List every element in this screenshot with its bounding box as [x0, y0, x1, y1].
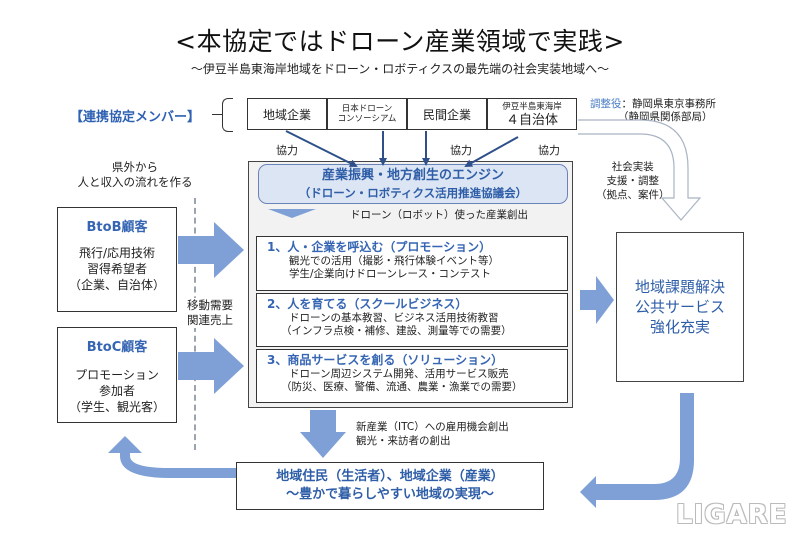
result-right-arrow-icon — [580, 276, 614, 324]
support-note: 社会実装 支援・調整 （拠点、案件） — [596, 160, 670, 202]
strategy-detail: ドローン周辺システム開発、活用サービス販売 — [289, 368, 509, 380]
engine-note: ドローン（ロボット）使った産業創出 — [350, 209, 528, 221]
btoc-line: プロモーション — [75, 368, 159, 382]
strategy-promotion: 1、人・企業を呼込む（プロモーション） 観光での活用（撮影・飛行体験イベント等）… — [256, 236, 568, 291]
member-municipalities: 伊豆半島東海岸 ４自治体 — [487, 98, 577, 130]
btob-line: （企業、自治体） — [68, 278, 165, 292]
strategy-detail: （インフラ点検・補修、建設、測量等での需要） — [281, 325, 512, 337]
regional-solution-box: 地域課題解決 公共サービス 強化充実 — [616, 232, 744, 382]
page-title: <本協定ではドローン産業領域で実践> — [175, 27, 625, 56]
left-curved-arrow-icon — [108, 436, 236, 478]
page-subtitle: ～伊豆半島東海岸地域をドローン・ロボティクスの最先端の社会実装地域へ～ — [190, 62, 610, 76]
result-line: 地域課題解決 — [634, 278, 725, 296]
strategy-solution: 3、商品サービスを創る（ソリューション） ドローン周辺システム開発、活用サービス… — [256, 349, 568, 403]
flow-note-line: 人と収入の流れを作る — [77, 175, 193, 189]
support-note-line: 支援・調整 — [606, 175, 660, 187]
result-line: 公共サービス — [634, 298, 725, 316]
support-note-line: 社会実装 — [611, 161, 654, 173]
support-note-line: （拠点、案件） — [596, 189, 670, 201]
member-drone-consortium: 日本ドローン コンソーシアム — [327, 98, 407, 130]
btoc-right-arrow-icon — [178, 338, 244, 394]
btob-line: 飛行/応用技術 — [78, 246, 156, 260]
outcome-line1: 地域住民（生活者）、地域企業（産業） — [276, 469, 504, 484]
btob-line: 習得希望者 — [86, 262, 147, 276]
member-brace — [222, 98, 233, 132]
member-text-line2: ４自治体 — [505, 113, 558, 128]
btoc-line: 参加者 — [98, 384, 135, 398]
strategy-heading: 1、人・企業を呼込む（プロモーション） — [267, 240, 492, 254]
member-text-line1: 日本ドローン — [341, 104, 393, 114]
member-private-companies: 民間企業 — [407, 98, 487, 130]
member-text: 地域企業 — [262, 107, 311, 122]
member-label: 【連携協定メンバー】 — [70, 110, 201, 125]
btob-customer-box: BtoB顧客 飛行/応用技術 習得希望者 （企業、自治体） — [57, 207, 177, 312]
employment-note-line: 観光・来訪者の創出 — [356, 435, 451, 447]
engine-down-arrow-icon — [268, 209, 316, 218]
btob-right-arrow-icon — [178, 222, 244, 278]
employment-note-line: 新産業（ITC）への雇用機会創出 — [356, 421, 509, 433]
engine-title: 産業振興・地方創生のエンジン — [321, 168, 504, 183]
coordinator-sub: （静岡県関係部局） — [618, 111, 713, 123]
cooperation-label-3: 協力 — [538, 144, 560, 157]
flow-note: 県外から 人と収入の流れを作る — [70, 160, 200, 190]
coordinator-note: 調整役：静岡県東京事務所 （静岡県関係部局） — [590, 98, 716, 124]
watermark-logo: LIGARE — [676, 500, 788, 530]
community-outcome-box: 地域住民（生活者）、地域企業（産業） ～豊かで暮らしやすい地域の実現～ — [236, 462, 544, 510]
strategy-detail: 観光での活用（撮影・飛行体験イベント等） — [289, 255, 499, 267]
demand-note: 移動需要 関連売上 — [178, 298, 242, 328]
strategy-heading: 2、人を育てる（スクールビジネス） — [267, 297, 468, 311]
flow-note-line: 県外から — [112, 160, 158, 174]
strategy-detail: 学生/企業向けドローンレース・コンテスト — [289, 268, 491, 280]
coordinator-role: 調整役 — [590, 98, 622, 110]
coordinator-name: 静岡県東京事務所 — [632, 98, 716, 110]
strategy-detail: （防災、医療、警備、流通、農業・漁業での需要） — [281, 381, 523, 393]
member-text-line1: 伊豆半島東海岸 — [502, 102, 562, 112]
member-local-companies: 地域企業 — [247, 98, 327, 130]
outcome-line2: ～豊かで暮らしやすい地域の実現～ — [286, 487, 494, 502]
engine-subtitle: （ドローン・ロボティクス活用推進協議会） — [298, 186, 528, 200]
demand-note-line: 移動需要 — [187, 298, 233, 312]
brace-connector — [212, 114, 222, 115]
btoc-line: （学生、観光客） — [68, 400, 165, 414]
cooperation-label-2: 協力 — [450, 144, 472, 157]
demand-note-line: 関連売上 — [187, 313, 233, 327]
member-text-line2: コンソーシアム — [337, 114, 397, 124]
strategy-school: 2、人を育てる（スクールビジネス） ドローンの基本教習、ビジネス活用技術教習 （… — [256, 293, 568, 347]
coordinator-separator: ： — [621, 98, 633, 110]
strategy-heading: 3、商品サービスを創る（ソリューション） — [267, 353, 504, 367]
btob-heading: BtoB顧客 — [86, 220, 148, 235]
outcome-down-arrow-icon — [300, 410, 346, 458]
engine-box: 産業振興・地方創生のエンジン （ドローン・ロボティクス活用推進協議会） — [258, 164, 568, 204]
employment-note: 新産業（ITC）への雇用機会創出 観光・来訪者の創出 — [356, 420, 509, 448]
result-line: 強化充実 — [649, 318, 710, 336]
return-curved-arrow-icon — [580, 393, 694, 508]
btoc-customer-box: BtoC顧客 プロモーション 参加者 （学生、観光客） — [57, 327, 177, 423]
strategy-detail: ドローンの基本教習、ビジネス活用技術教習 — [289, 312, 499, 324]
btoc-heading: BtoC顧客 — [86, 340, 148, 355]
member-text: 民間企業 — [422, 107, 471, 122]
cooperation-label-1: 協力 — [276, 144, 298, 157]
